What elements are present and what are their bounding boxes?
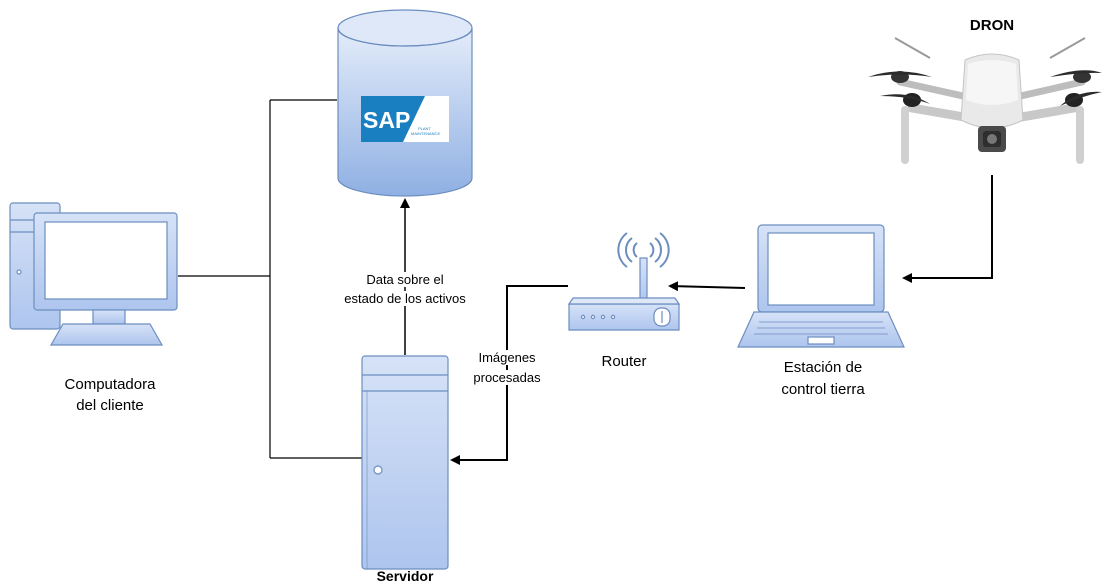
database-node: SAP PLANT MAINTENANCE [337,9,473,197]
laptop-icon [737,224,905,348]
ground-station-label-line2: control tierra [781,381,865,398]
ground-station-label-line1: Estación de [783,359,863,376]
sap-logo-text: SAP [363,107,410,133]
server-to-db-label-line1: Data sobre el [330,272,480,287]
router-to-server-label-line1: Imágenes [466,350,548,365]
server-label: Servidor [376,568,434,584]
client-computer-label-line1: Computadora [64,376,156,393]
sap-logo-subtext-2: MAINTENANCE [411,131,440,136]
edge-station-to-router [668,281,746,292]
router-to-server-label-line2: procesadas [466,370,548,385]
sap-logo: SAP PLANT MAINTENANCE [361,96,449,142]
edge-drone-to-station [902,175,993,283]
router-icon [567,232,681,331]
drone-label: DRON [969,17,1015,34]
drone-icon [868,37,1102,164]
client-computer-icon [9,202,178,346]
router-label: Router [601,353,647,370]
server-to-db-label-line2: estado de los activos [330,291,480,306]
server-icon [361,355,449,570]
client-computer-label-line2: del cliente [76,397,144,414]
sap-logo-subtext-1: PLANT [418,126,431,131]
